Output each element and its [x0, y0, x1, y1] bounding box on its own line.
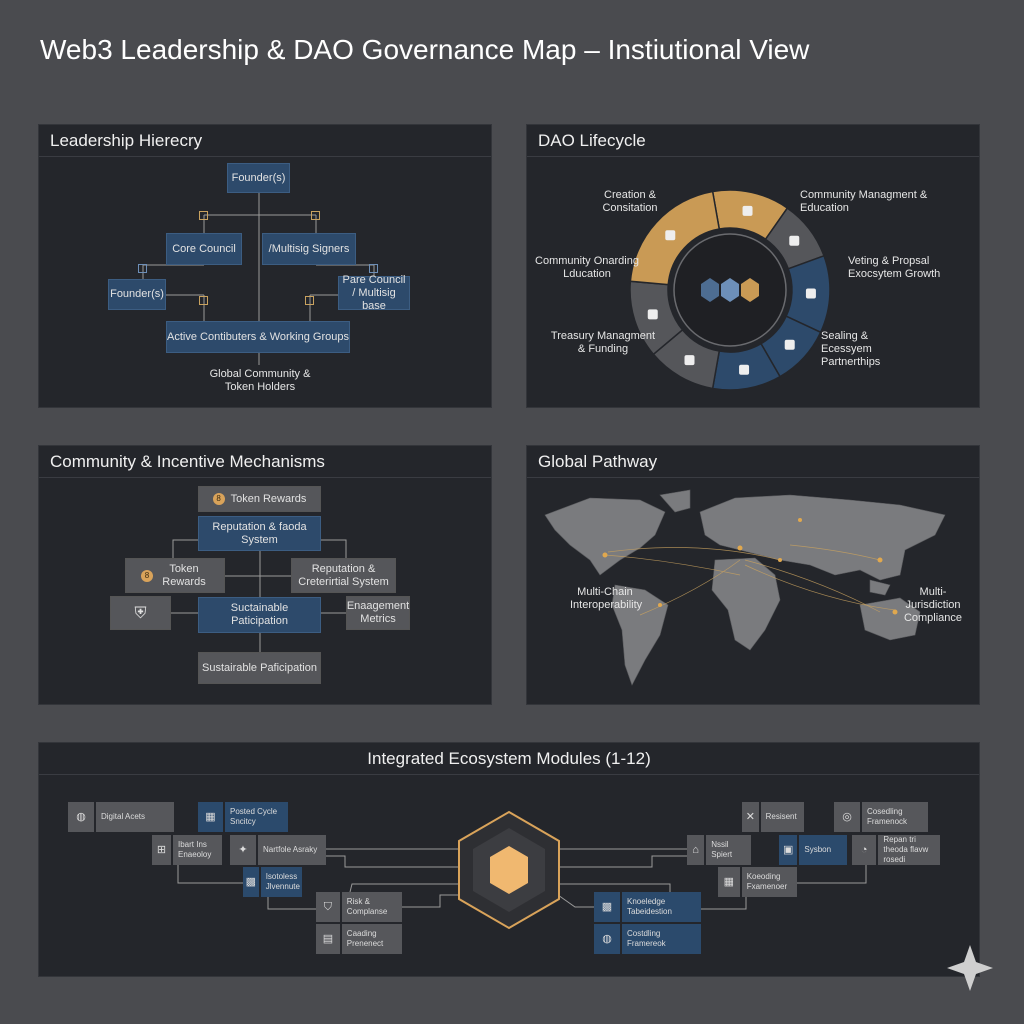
sparkle-icon	[947, 945, 993, 991]
engagement-metrics: Enaagement Metrics	[346, 596, 410, 630]
stage-icon	[742, 205, 753, 216]
dao-logo-icon	[741, 278, 759, 302]
pathway-title: Global Pathway	[527, 446, 979, 478]
stage-icon	[684, 355, 695, 366]
module-label: Risk & Complanse	[346, 897, 388, 916]
lifecycle-label: Sealing & Ecessyem Partnerthips	[821, 330, 881, 368]
module-icon: ▦	[198, 802, 225, 832]
coin-icon: 8	[141, 569, 153, 582]
module-label: Repan tri theoda flavw rosedi	[883, 835, 929, 864]
node-icon	[369, 264, 378, 273]
module-card: ▤Caading Prenenect	[316, 924, 402, 954]
interoperability-label: Multi-Chain Interoperability	[570, 586, 643, 611]
module-label: Cosedling Framenock	[867, 807, 908, 826]
sustainable-participation-bottom: Sustairable Paficipation	[198, 652, 321, 684]
module-icon: ▦	[718, 867, 742, 897]
module-icon: ▤	[316, 924, 342, 954]
stage-icon	[647, 309, 658, 320]
node-icon	[199, 296, 208, 305]
module-icon: ◍	[68, 802, 96, 832]
founder-top-node: Founder(s)	[227, 163, 290, 193]
lifecycle-label: Community Managment & Education	[800, 189, 928, 214]
module-card: ◎ Cosedling Framenock	[834, 802, 928, 832]
module-icon: ⊞	[152, 835, 173, 865]
module-icon: ✦	[230, 835, 258, 865]
token-rewards-label: Token Rewards	[230, 492, 307, 505]
module-label: Nssil Spiert	[711, 840, 733, 859]
module-icon: ▩	[594, 892, 622, 922]
token-rewards-label: Token Rewards	[162, 562, 206, 588]
module-icon: ◍	[594, 924, 622, 954]
module-icon: ⛉	[316, 892, 342, 922]
founder-left-node: Founder(s)	[108, 279, 166, 310]
module-label: Costdling Framereok	[627, 929, 666, 948]
token-rewards-left: 8 Token Rewards	[125, 558, 225, 593]
module-label: Ibart Ins Enaeoloy	[178, 840, 212, 859]
module-label: Sysbon	[804, 845, 832, 854]
shield-icon: ⛨	[110, 596, 171, 630]
leadership-title: Leadership Hierecry	[39, 125, 491, 157]
lifecycle-label: Community Onarding Lducation	[535, 255, 639, 280]
module-card: ⛉Risk & Complanse	[316, 892, 402, 922]
stage-icon	[665, 230, 676, 241]
stage-icon	[784, 339, 795, 350]
module-icon: ◔	[852, 835, 879, 865]
incentives-title: Community & Incentive Mechanisms	[39, 446, 491, 478]
lifecycle-label: Treasury Managment & Funding	[550, 330, 656, 355]
module-label: Knoeledge Tabeidestion	[627, 897, 672, 916]
module-icon: ▩	[243, 867, 261, 897]
core-council-node: Core Council	[166, 233, 242, 265]
module-icon: ✕	[742, 802, 761, 832]
module-card: ▩Isotoless Jlvennute	[243, 867, 302, 897]
module-card: ◍ Digital Acets	[68, 802, 174, 832]
module-card: ◔Repan tri theoda flavw rosedi	[852, 835, 940, 865]
lifecycle-label: Veting & Propsal Exocsytem Growth	[848, 255, 941, 280]
token-rewards-top: 8 Token Rewards	[198, 486, 321, 512]
compliance-label: Multi-Jurisdiction Compliance	[903, 586, 963, 624]
module-card: ▣ Sysbon	[779, 835, 847, 865]
module-label: Caading Prenenect	[346, 929, 384, 948]
stage-icon	[805, 288, 816, 299]
stage-icon	[789, 235, 800, 246]
multisig-node: /Multisig Signers	[262, 233, 356, 265]
module-label: Posted Cycle Sncitcy	[230, 807, 278, 826]
module-icon: ⌂	[687, 835, 707, 865]
node-icon	[311, 211, 320, 220]
module-card: ⊞ Ibart Ins Enaeoloy	[152, 835, 222, 865]
dao-logo-icon	[701, 278, 719, 302]
module-card: ⌂Nssil Spiert	[687, 835, 751, 865]
module-card: ✦ Nartfole Asraky	[230, 835, 326, 865]
module-label: Digital Acets	[101, 812, 146, 821]
module-card: ✕ Resisent	[742, 802, 804, 832]
stage-icon	[739, 364, 750, 375]
node-icon	[138, 264, 147, 273]
module-label: Koeoding Fxamenoer	[746, 872, 788, 891]
module-card: ▩ Knoeledge Tabeidestion	[594, 892, 701, 922]
lifecycle-title: DAO Lifecycle	[527, 125, 979, 157]
coin-icon: 8	[212, 493, 225, 505]
module-card: ◍ Costdling Framereok	[594, 924, 701, 954]
reputation-system-top: Reputation & faoda System	[198, 516, 321, 551]
pare-council-node: Pare Council / Multisig base	[338, 274, 410, 312]
module-label: Nartfole Asraky	[263, 845, 318, 854]
dao-logo-icon	[721, 278, 739, 302]
module-card: ▦ Posted Cycle Sncitcy	[198, 802, 288, 832]
page-title: Web3 Leadership & DAO Governance Map – I…	[40, 34, 810, 65]
module-icon: ◎	[834, 802, 862, 832]
node-icon	[305, 296, 314, 305]
node-icon	[199, 211, 208, 220]
active-contributors-node: Active Contibuters & Working Groups	[166, 321, 350, 353]
module-label: Isotoless Jlvennute	[265, 872, 300, 891]
reputation-credential: Reputation & Creterirtial System	[291, 558, 396, 593]
module-card: ▦Koeoding Fxamenoer	[718, 867, 797, 897]
sustainable-participation-mid: Suctainable Paticipation	[198, 597, 321, 633]
module-label: Resisent	[765, 812, 797, 821]
module-icon: ▣	[779, 835, 800, 865]
global-community-label: Global Community & Token Holders	[209, 368, 311, 393]
modules-title: Integrated Ecosystem Modules (1-12)	[39, 743, 979, 775]
lifecycle-label: Creation & Consitation	[602, 189, 658, 214]
